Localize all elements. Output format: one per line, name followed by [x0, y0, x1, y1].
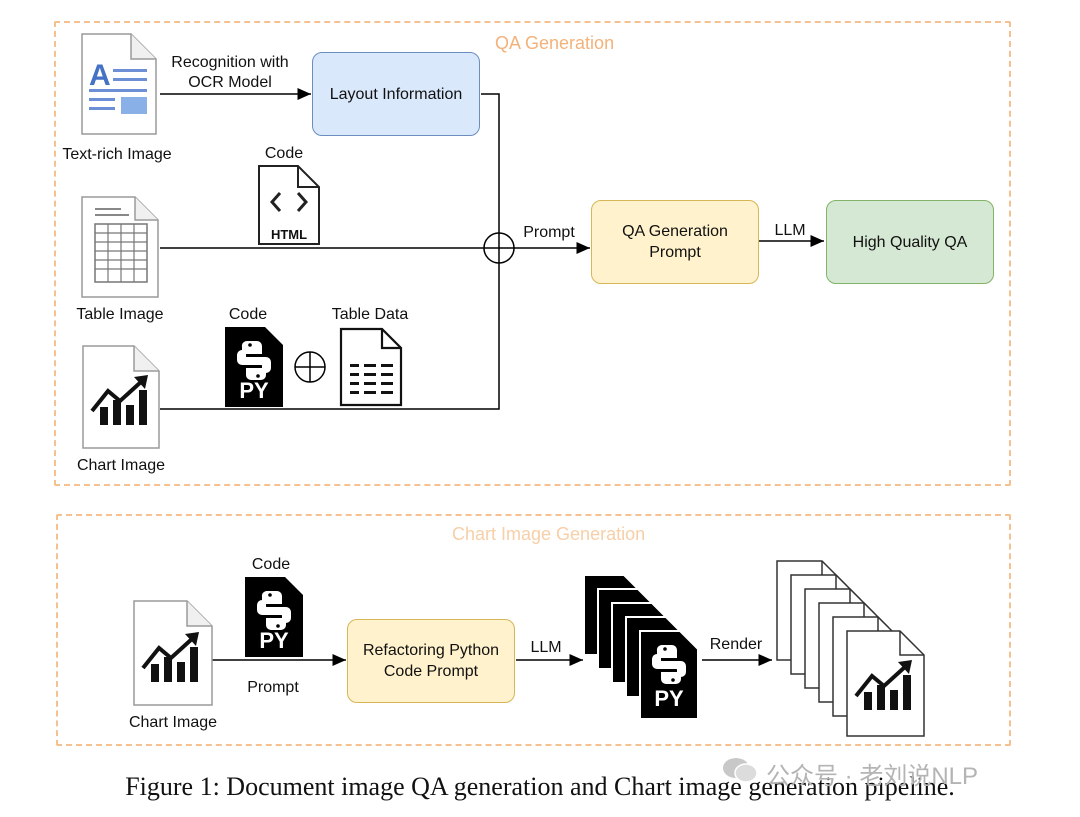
chart-generation-title: Chart Image Generation — [452, 524, 646, 544]
high-quality-qa-node: High Quality QA — [826, 200, 994, 284]
bottom-python-file-icon — [245, 577, 303, 662]
chart-image-icon — [82, 345, 160, 454]
html-code-icon — [258, 165, 320, 250]
python-file-icon — [225, 327, 283, 412]
wechat-icon — [722, 756, 758, 791]
table-data-icon — [339, 327, 403, 411]
stack-py-badge: PY — [654, 686, 684, 711]
llm-edge-label: LLM — [774, 222, 806, 239]
html-badge: HTML — [270, 227, 308, 242]
refactoring-prompt-node: Refactoring Python Code Prompt — [347, 619, 515, 703]
render-label: Render — [709, 636, 763, 653]
code-html-label: Code — [264, 145, 304, 162]
bottom-code-label: Code — [251, 556, 291, 573]
prompt-edge-label: Prompt — [523, 224, 575, 241]
table-image-label: Table Image — [76, 306, 164, 323]
svg-text:A: A — [89, 59, 111, 92]
py-badge-top: PY — [239, 378, 269, 403]
layout-information-node: Layout Information — [312, 52, 480, 136]
qa-generation-prompt-node: QA Generation Prompt — [591, 200, 759, 284]
bottom-chart-image-icon — [133, 600, 213, 711]
bottom-prompt-label: Prompt — [247, 679, 299, 696]
watermark-text: 公众号 · 老刘说NLP — [766, 763, 979, 790]
bottom-chart-image-label: Chart Image — [128, 714, 218, 731]
text-rich-image-icon: A — [81, 33, 157, 140]
bottom-py-badge: PY — [259, 628, 289, 653]
chart-to-trunk — [160, 263, 500, 410]
table-data-label: Table Data — [331, 306, 409, 323]
table-image-icon — [81, 196, 159, 303]
chart-image-label: Chart Image — [76, 457, 166, 474]
qa-generation-title: QA Generation — [495, 33, 615, 53]
code-py-label: Code — [228, 306, 268, 323]
chart-generation-region — [56, 514, 1011, 746]
qa-generation-region — [54, 21, 1011, 486]
bottom-llm-label: LLM — [530, 639, 562, 656]
layout-to-trunk — [481, 93, 500, 233]
text-rich-image-label: Text-rich Image — [62, 146, 172, 163]
python-file-stack-icon — [583, 574, 704, 725]
watermark: 公众号 · 老刘说NLP — [722, 756, 978, 791]
ocr-label: Recognition with OCR Model — [171, 54, 289, 91]
chart-image-stack-icon — [776, 560, 936, 745]
figure-caption: Figure 1: Document image QA generation a… — [125, 772, 955, 801]
